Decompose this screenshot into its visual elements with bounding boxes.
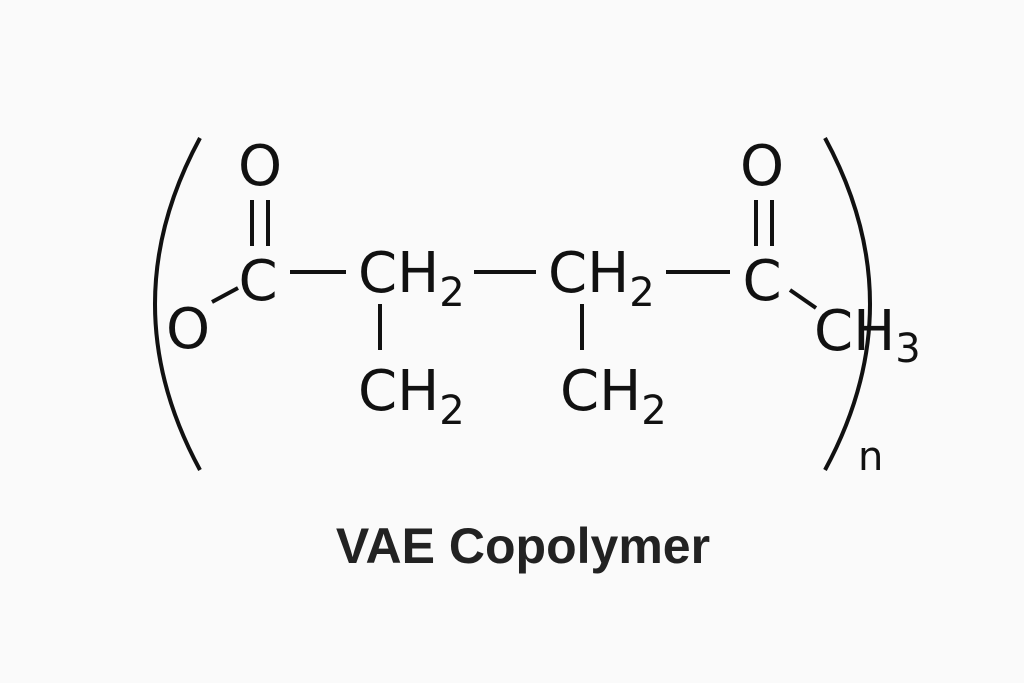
oxygen-carbonyl-right: O [740, 134, 784, 199]
carbon-left: C [238, 249, 277, 314]
bond-c-ch3 [788, 288, 818, 310]
right-parenthesis [823, 137, 872, 471]
backbone-ch2-1: CH2 [358, 241, 465, 316]
carbon-right: C [742, 249, 781, 314]
oxygen-left: O [166, 297, 210, 362]
bond-o-c [211, 286, 239, 304]
pendant-ch2-2: CH2 [560, 359, 667, 434]
repeat-subscript-n: n [858, 434, 883, 480]
pendant-ch2-1: CH2 [358, 359, 465, 434]
diagram-title: VAE Copolymer [336, 518, 710, 574]
left-parenthesis [153, 137, 202, 471]
methyl-ch3: CH3 [814, 299, 921, 372]
oxygen-carbonyl-left: O [238, 134, 282, 199]
backbone-ch2-2: CH2 [548, 241, 655, 316]
